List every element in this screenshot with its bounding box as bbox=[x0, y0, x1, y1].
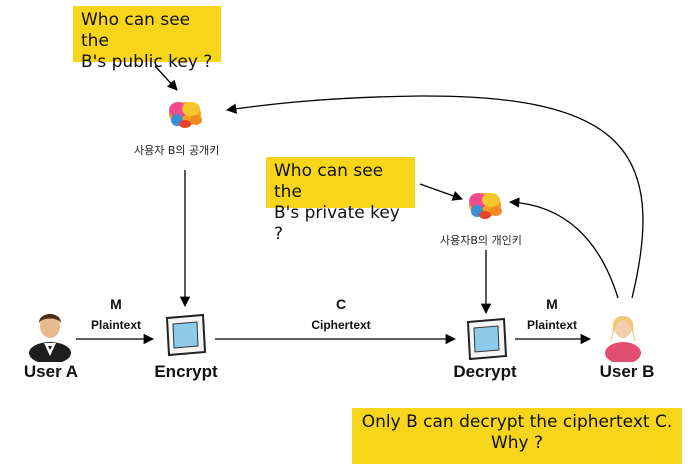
arrow-user-b-to-public-key bbox=[225, 95, 644, 299]
private-key-question-line2: B's private key ? bbox=[274, 203, 400, 244]
user-a-label: User A bbox=[23, 362, 79, 381]
decrypt-box-icon bbox=[466, 317, 508, 361]
edge-m2-letter: M bbox=[546, 296, 558, 312]
edge-m1-plaintext: Plaintext bbox=[90, 318, 141, 332]
arrow-note-to-private-key bbox=[419, 183, 463, 201]
only-b-decrypt-line1: Only B can decrypt the ciphertext C. bbox=[361, 412, 673, 432]
encrypt-box-icon bbox=[165, 313, 207, 357]
private-key-label: 사용자B의 개인키 bbox=[440, 234, 522, 247]
only-b-decrypt-note: Only B can decrypt the ciphertext C. Why… bbox=[352, 408, 682, 464]
arrow-user-b-to-private-key bbox=[508, 197, 619, 299]
public-key-label: 사용자 B의 공개키 bbox=[134, 144, 220, 157]
public-key-icon bbox=[169, 102, 202, 128]
public-key-question-note: Who can see the B's public key ? bbox=[73, 6, 221, 72]
user-a-icon bbox=[29, 314, 71, 362]
decrypt-label: Decrypt bbox=[453, 362, 517, 381]
public-key-question-line2: B's public key ? bbox=[81, 52, 213, 72]
edge-m2-plaintext: Plaintext bbox=[526, 318, 577, 332]
only-b-decrypt-line2: Why ? bbox=[490, 433, 544, 453]
private-key-icon bbox=[469, 193, 502, 219]
private-key-question-note: Who can see the B's private key ? bbox=[266, 157, 415, 244]
encrypt-label: Encrypt bbox=[154, 362, 218, 381]
user-b-icon bbox=[605, 316, 641, 362]
edge-c-ciphertext: Ciphertext bbox=[311, 318, 371, 332]
arrow-note-to-public-key bbox=[154, 65, 178, 91]
user-b-label: User B bbox=[599, 362, 655, 381]
private-key-question-line1: Who can see the bbox=[274, 161, 384, 202]
edge-c-letter: C bbox=[335, 296, 347, 312]
edge-m1-letter: M bbox=[110, 296, 122, 312]
public-key-question-line1: Who can see the bbox=[81, 10, 191, 51]
